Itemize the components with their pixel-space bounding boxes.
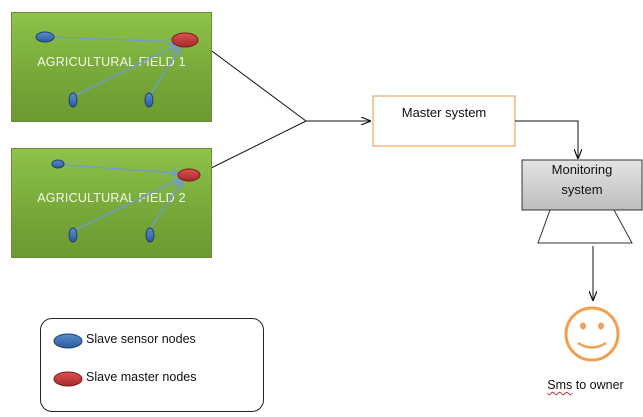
field2-sensor-arrow <box>74 179 180 231</box>
field1-sensor-arrow <box>73 45 177 97</box>
smiley-face-icon <box>564 306 620 362</box>
field1-sensor-arrow <box>53 36 176 42</box>
agricultural-field-2: AGRICULTURAL FIELD 2 <box>11 148 212 258</box>
master-system-label: Master system <box>373 96 515 146</box>
monitoring-system-label: Monitoring system <box>522 160 642 200</box>
slave-sensor-node <box>144 92 154 108</box>
slave-sensor-node <box>51 159 65 169</box>
slave-sensor-node <box>68 227 78 243</box>
to-monitoring-arrow <box>515 120 578 158</box>
monitoring-line2: system <box>561 182 603 197</box>
master-system-text: Master system <box>401 105 487 120</box>
slave-master-node <box>171 32 199 48</box>
monitoring-line1: Monitoring <box>551 162 613 177</box>
field2-sensor-arrow <box>63 164 178 173</box>
legend-master-label: Slave master nodes <box>86 370 197 384</box>
slave-master-node <box>177 168 201 182</box>
slave-sensor-node <box>145 227 155 243</box>
field1-connection-line <box>196 39 307 122</box>
slave-sensor-node <box>68 92 78 108</box>
master-system-box <box>372 95 516 147</box>
legend-box <box>40 318 264 412</box>
monitor-stand <box>537 209 633 244</box>
legend-master-node-icon <box>53 371 83 387</box>
slave-sensor-node <box>35 31 55 43</box>
owner-label-rest: to owner <box>572 378 624 392</box>
owner-label: Sms to owner <box>528 378 643 392</box>
field1-sensor-arrow <box>149 48 180 96</box>
field2-sensor-arrow <box>149 181 183 230</box>
field2-connection-line <box>196 120 307 176</box>
legend-sensor-label: Slave sensor nodes <box>86 332 196 346</box>
owner-label-sms: Sms <box>547 378 573 392</box>
legend-sensor-node-icon <box>53 333 83 349</box>
